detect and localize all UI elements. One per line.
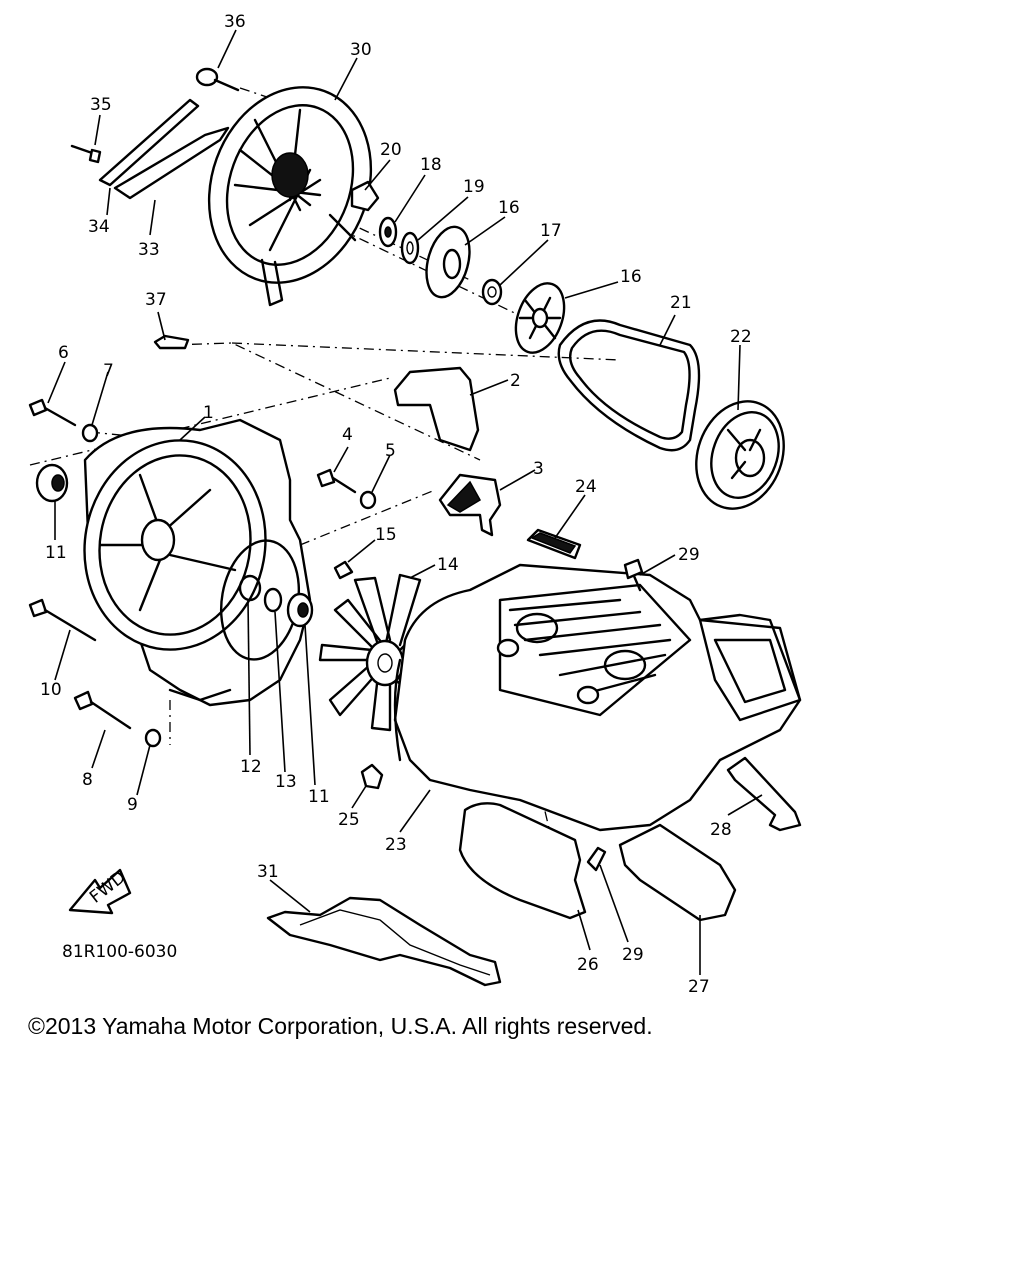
callout-36: 36 <box>224 12 246 32</box>
callout-29: 29 <box>622 945 644 965</box>
part-23-shroud <box>393 563 802 832</box>
part-1-fan-case <box>83 418 312 707</box>
part-17-spacer <box>481 278 503 306</box>
part-36-bolt <box>195 67 240 92</box>
callout-14: 14 <box>437 555 459 575</box>
part-28-bracket <box>726 756 802 832</box>
callout-5: 5 <box>385 441 396 461</box>
part-30-screw <box>623 558 644 592</box>
callout-16-upper: 16 <box>498 198 520 218</box>
callout-1: 1 <box>203 403 214 423</box>
callout-19: 19 <box>463 177 485 197</box>
part-26-seal <box>458 802 587 920</box>
part-9-washer <box>144 728 162 748</box>
callout-32: 30 <box>350 40 372 60</box>
callout-21: 21 <box>670 293 692 313</box>
part-16-pulley-half-upper <box>425 225 471 299</box>
callout-13: 13 <box>275 772 297 792</box>
part-6-bolt <box>28 398 77 427</box>
callout-37: 37 <box>145 290 167 310</box>
part-11-bearing-right <box>286 592 314 628</box>
callout-18: 18 <box>420 155 442 175</box>
part-11-bearing-left <box>35 463 69 503</box>
callout-34: 34 <box>88 217 110 237</box>
part-8-bolt <box>73 690 132 730</box>
callout-35: 35 <box>90 95 112 115</box>
part-24-label <box>526 528 582 560</box>
callout-6: 6 <box>58 343 69 363</box>
part-32-recoil-case <box>207 86 373 307</box>
part-5-washer <box>359 490 377 510</box>
callout-12: 12 <box>240 757 262 777</box>
callout-11-left: 11 <box>45 543 67 563</box>
callout-23: 23 <box>385 835 407 855</box>
callout-4: 4 <box>342 425 353 445</box>
callout-24: 24 <box>575 477 597 497</box>
part-4-bolt <box>316 468 357 494</box>
part-31-plate <box>266 896 502 987</box>
callout-25: 25 <box>338 810 360 830</box>
part-15-key <box>333 560 354 580</box>
callout-17: 17 <box>540 221 562 241</box>
part-19-washer <box>400 231 420 265</box>
part-21-v-belt <box>557 319 701 452</box>
leader-lines <box>47 29 763 975</box>
copyright-notice: ©2013 Yamaha Motor Corporation, U.S.A. A… <box>28 1013 653 1039</box>
part-29-clip <box>586 846 607 872</box>
callout-3: 3 <box>533 459 544 479</box>
part-16-pulley-half-lower <box>514 282 566 354</box>
callout-numbers: 36 30 35 20 18 19 16 17 16 21 22 34 33 3… <box>40 12 752 997</box>
part-27-foam-block <box>618 823 737 922</box>
part-18-washer <box>378 216 398 248</box>
exploded-parts-diagram: FWD <box>28 12 802 997</box>
callout-20: 20 <box>380 140 402 160</box>
callout-30: 29 <box>678 545 700 565</box>
callout-2: 2 <box>510 371 521 391</box>
callout-10: 10 <box>40 680 62 700</box>
part-25-grommet <box>360 763 384 790</box>
callout-16-lower: 16 <box>620 267 642 287</box>
part-7-washer <box>81 423 99 443</box>
callout-26: 26 <box>577 955 599 975</box>
part-10-bolt <box>28 598 97 642</box>
part-12-circlip <box>238 574 262 602</box>
drawing-code: 81R100-6030 <box>62 942 177 962</box>
part-2-cover <box>393 366 480 452</box>
callout-9: 9 <box>127 795 138 815</box>
callout-8: 8 <box>82 770 93 790</box>
part-13-washer <box>263 587 283 613</box>
callout-22: 22 <box>730 327 752 347</box>
callout-15: 15 <box>375 525 397 545</box>
part-3-bracket <box>438 473 502 537</box>
callout-11-right: 11 <box>308 787 330 807</box>
part-20-nut <box>350 180 380 212</box>
callout-27: 27 <box>688 977 710 997</box>
part-35-pin <box>70 144 102 164</box>
callout-7: 7 <box>103 361 114 381</box>
callout-31: 31 <box>257 862 279 882</box>
part-22-driven-pulley <box>695 400 785 510</box>
part-37-clip <box>153 334 190 350</box>
part-33-34-brackets <box>98 98 230 200</box>
callout-33: 33 <box>138 240 160 260</box>
callout-28: 28 <box>710 820 732 840</box>
fwd-arrow-icon: FWD <box>68 867 132 915</box>
